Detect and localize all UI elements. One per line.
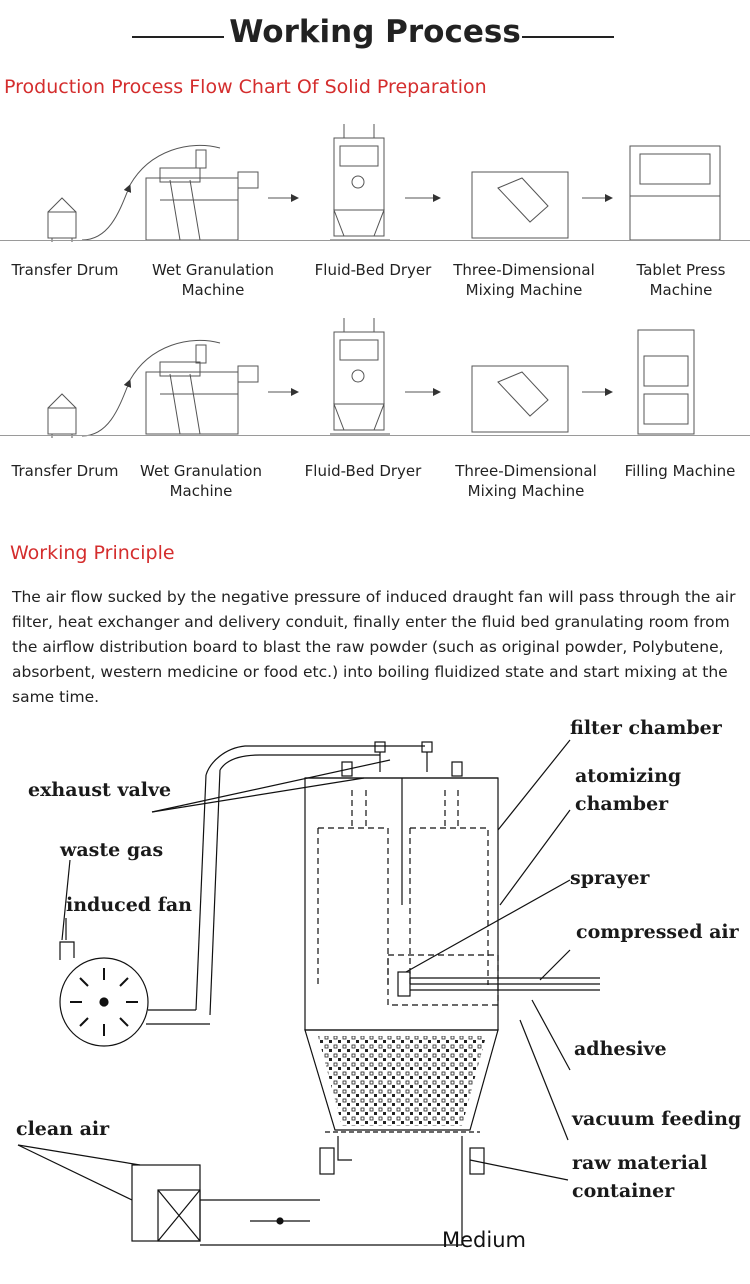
label-medium: Medium	[442, 1228, 526, 1252]
fluid-bed-dryer-icon	[330, 318, 390, 435]
caption-row1-wet-granulation: Wet Granulation Machine	[152, 261, 274, 299]
wet-granulator-icon	[145, 149, 259, 241]
caption-row1-mixer: Three-Dimensional Mixing Machine	[453, 261, 595, 299]
transfer-drum-icon	[47, 197, 77, 242]
label-raw-material-container: container	[572, 1180, 675, 1202]
label-atomizing-chamber: chamber	[575, 793, 669, 815]
caption-row2-transfer-drum: Transfer Drum	[11, 462, 119, 480]
caption-row2-wet-granulation: Wet Granulation Machine	[140, 462, 262, 500]
label-sprayer: sprayer	[570, 867, 650, 889]
label-waste-gas: waste gas	[60, 839, 164, 861]
transfer-drum-icon	[47, 393, 77, 438]
caption-row2-filling-machine: Filling Machine	[624, 462, 736, 480]
flow-chart-title: Production Process Flow Chart Of Solid P…	[4, 76, 487, 98]
wet-granulator-icon	[145, 344, 259, 435]
fluid-bed-dryer-icon	[330, 124, 390, 241]
ground-line-row1	[0, 240, 750, 241]
label-exhaust-valve: exhaust valve	[28, 779, 172, 801]
caption-row1-transfer-drum: Transfer Drum	[11, 261, 119, 279]
label-adhesive: adhesive	[574, 1038, 667, 1060]
title-rule-left	[132, 36, 224, 38]
title-rule-right	[522, 36, 614, 38]
principle-paragraph: The air flow sucked by the negative pres…	[12, 588, 736, 706]
label-filter-chamber: filter chamber	[570, 717, 722, 739]
page-title: Working Process	[229, 14, 521, 50]
principle-title: Working Principle	[10, 542, 175, 564]
caption-row1-fluid-bed-dryer: Fluid-Bed Dryer	[314, 261, 432, 279]
exhaust-valve-icon	[374, 741, 386, 753]
clean-air-filter-box	[131, 1164, 201, 1242]
tablet-press-icon	[629, 145, 721, 241]
mixer-icon	[471, 365, 569, 433]
label-induced-fan: induced fan	[66, 894, 192, 916]
caption-row2-mixer: Three-Dimensional Mixing Machine	[455, 462, 597, 500]
induced-fan-icon	[59, 957, 149, 1047]
label-clean-air: clean air	[16, 1118, 110, 1140]
mixer-icon	[471, 171, 569, 239]
label-atomizing: atomizing	[575, 765, 682, 787]
caption-row1-tablet-press: Tablet Press Machine	[636, 261, 726, 299]
caption-row2-fluid-bed-dryer: Fluid-Bed Dryer	[304, 462, 422, 480]
flow-chart-illustration	[47, 124, 721, 438]
sprayer-icon	[397, 971, 411, 997]
ground-line-row2	[0, 435, 750, 436]
filling-machine-icon	[637, 329, 695, 435]
filter-chamber	[304, 777, 499, 1031]
label-compressed-air: compressed air	[576, 921, 739, 943]
raw-material-container	[304, 1029, 499, 1131]
label-raw-material: raw material	[572, 1152, 708, 1174]
label-vacuum-feeding: vacuum feeding	[572, 1108, 742, 1130]
